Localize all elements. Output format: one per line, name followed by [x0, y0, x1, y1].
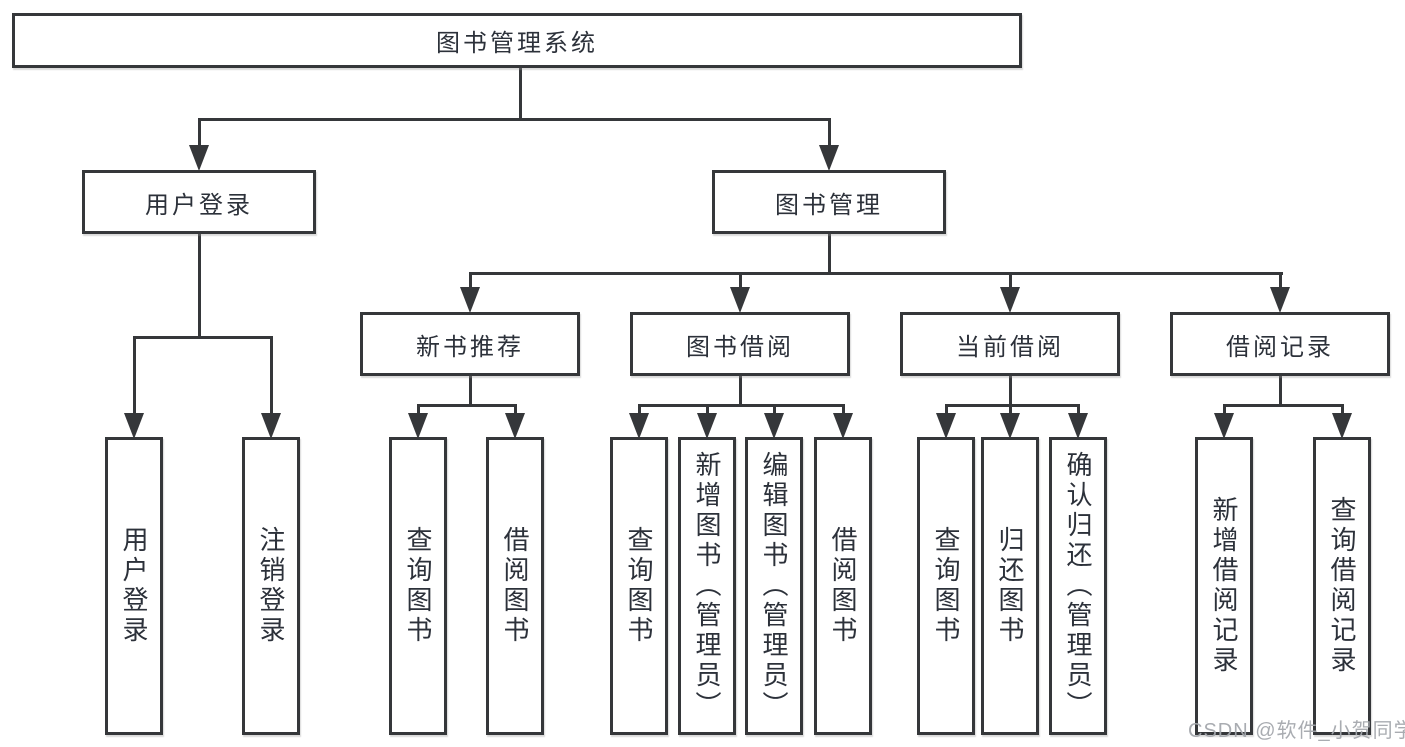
- connector-line: [842, 404, 845, 416]
- connector-line: [1009, 273, 1012, 290]
- arrow-down-icon: [697, 413, 717, 439]
- connector-line: [739, 374, 742, 407]
- node-label: 查询借阅记录: [1327, 496, 1358, 676]
- node-book-borrowing: 图书借阅: [630, 312, 850, 376]
- arrow-down-icon: [1214, 413, 1234, 439]
- node-label: 用户登录: [119, 526, 150, 646]
- connector-line: [469, 272, 1283, 275]
- connector-line: [1009, 404, 1012, 416]
- arrow-down-icon: [261, 413, 281, 439]
- node-leaf-query-books-2: 查询图书: [610, 437, 668, 735]
- node-label: 确认归还（管理员）: [1063, 451, 1094, 721]
- arrow-down-icon: [936, 413, 956, 439]
- connector-line: [828, 119, 831, 148]
- connector-line: [469, 374, 472, 407]
- connector-line: [270, 337, 273, 416]
- connector-line: [1077, 404, 1080, 416]
- node-label: 查询图书: [403, 526, 434, 646]
- node-leaf-borrow-books-2: 借阅图书: [814, 437, 872, 735]
- node-user-login: 用户登录: [82, 170, 316, 234]
- connector-line: [469, 273, 472, 290]
- node-label: 查询图书: [931, 526, 962, 646]
- connector-line: [1223, 404, 1344, 407]
- connector-line: [828, 232, 831, 275]
- node-label: 借阅图书: [828, 526, 859, 646]
- node-leaf-edit-books-admin: 编辑图书（管理员）: [745, 437, 803, 735]
- node-leaf-logout: 注销登录: [242, 437, 300, 735]
- node-label: 新增图书（管理员）: [692, 451, 723, 721]
- arrow-down-icon: [1000, 413, 1020, 439]
- arrow-down-icon: [1068, 413, 1088, 439]
- node-label: 借阅记录: [1226, 333, 1334, 361]
- connector-line: [1009, 374, 1012, 407]
- connector-line: [198, 232, 201, 339]
- node-leaf-query-borrow-record: 查询借阅记录: [1313, 437, 1371, 735]
- connector-line: [638, 404, 845, 407]
- arrow-down-icon: [764, 413, 784, 439]
- arrow-down-icon: [124, 413, 144, 439]
- node-leaf-return-books: 归还图书: [981, 437, 1039, 735]
- node-leaf-user-login: 用户登录: [105, 437, 163, 735]
- connector-line: [198, 118, 831, 121]
- arrow-down-icon: [629, 413, 649, 439]
- connector-line: [198, 119, 201, 148]
- arrow-down-icon: [460, 287, 480, 313]
- node-new-book-recommend: 新书推荐: [360, 312, 580, 376]
- node-label: 新增借阅记录: [1209, 496, 1240, 676]
- node-label: 图书管理系统: [436, 30, 598, 57]
- connector-line: [133, 337, 136, 416]
- node-label: 归还图书: [995, 526, 1026, 646]
- node-leaf-borrow-books: 借阅图书: [486, 437, 544, 735]
- connector-line: [417, 404, 517, 407]
- connector-line: [739, 273, 742, 290]
- node-label: 编辑图书（管理员）: [759, 451, 790, 721]
- node-leaf-query-books: 查询图书: [389, 437, 447, 735]
- arrow-down-icon: [730, 287, 750, 313]
- node-library-system: 图书管理系统: [12, 13, 1022, 68]
- watermark: CSDN @软件_小贺同学: [1188, 720, 1405, 742]
- node-label: 图书借阅: [686, 333, 794, 361]
- node-leaf-confirm-return-admin: 确认归还（管理员）: [1049, 437, 1107, 735]
- connector-line: [514, 404, 517, 416]
- connector-line: [945, 404, 948, 416]
- node-label: 用户登录: [145, 191, 253, 219]
- connector-line: [519, 66, 522, 120]
- node-current-borrowing: 当前借阅: [900, 312, 1120, 376]
- connector-line: [706, 404, 709, 416]
- connector-line: [773, 404, 776, 416]
- connector-line: [1223, 404, 1226, 416]
- node-leaf-add-books-admin: 新增图书（管理员）: [678, 437, 736, 735]
- connector-line: [1341, 404, 1344, 416]
- node-leaf-query-books-3: 查询图书: [917, 437, 975, 735]
- arrow-down-icon: [505, 413, 525, 439]
- node-book-management: 图书管理: [712, 170, 946, 234]
- connector-line: [1279, 374, 1282, 407]
- node-label: 注销登录: [256, 526, 287, 646]
- arrow-down-icon: [408, 413, 428, 439]
- connector-line: [638, 404, 641, 416]
- arrow-down-icon: [1270, 287, 1290, 313]
- arrow-down-icon: [819, 145, 839, 171]
- connector-line: [945, 404, 1080, 407]
- node-label: 新书推荐: [416, 333, 524, 361]
- connector-line: [1279, 273, 1282, 290]
- connector-line: [417, 404, 420, 416]
- arrow-down-icon: [1332, 413, 1352, 439]
- connector-line: [133, 336, 273, 339]
- node-label: 当前借阅: [956, 333, 1064, 361]
- node-label: 查询图书: [624, 526, 655, 646]
- arrow-down-icon: [833, 413, 853, 439]
- arrow-down-icon: [1000, 287, 1020, 313]
- node-label: 借阅图书: [500, 526, 531, 646]
- node-label: 图书管理: [775, 191, 883, 219]
- node-leaf-add-borrow-record: 新增借阅记录: [1195, 437, 1253, 735]
- node-borrow-records: 借阅记录: [1170, 312, 1390, 376]
- arrow-down-icon: [189, 145, 209, 171]
